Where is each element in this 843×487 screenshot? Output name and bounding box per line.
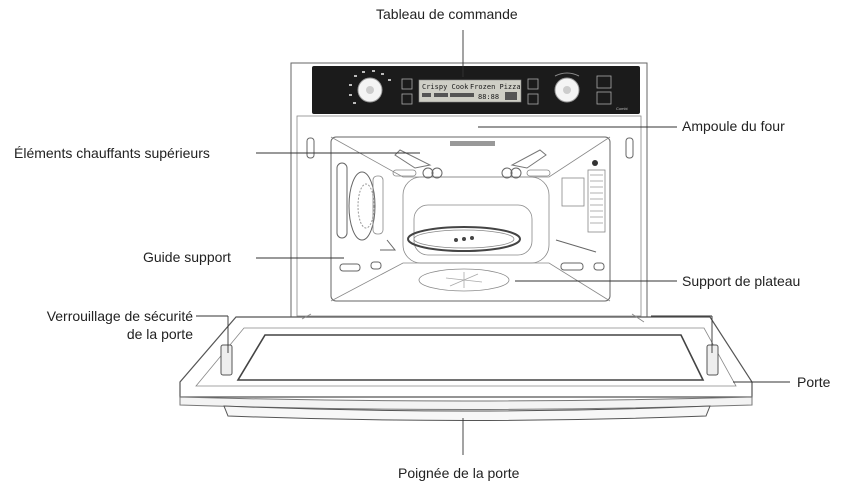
- right-latch-slot: [625, 137, 634, 159]
- oven-cavity: [330, 136, 611, 302]
- label-door-handle: Poignée de la porte: [398, 465, 520, 481]
- oven-door: [179, 313, 753, 421]
- upper-heating-elements: [392, 149, 551, 179]
- control-panel: Crispy Cook Frozen Pizza 88:88 Combi: [312, 66, 640, 114]
- rack-guides: [339, 239, 605, 272]
- lcd-mode-left: Crispy Cook: [422, 83, 469, 91]
- label-turntable-support: Support de plateau: [682, 273, 801, 289]
- left-latch-slot: [306, 137, 315, 159]
- panel-button-1[interactable]: [401, 78, 413, 90]
- label-rack-guide: Guide support: [143, 249, 231, 265]
- turntable: [407, 226, 521, 252]
- right-door-lock: [706, 344, 719, 376]
- door-handle[interactable]: [223, 405, 711, 421]
- lcd-mode-right: Frozen Pizza: [470, 83, 521, 91]
- label-upper-heating-elements: Éléments chauffants supérieurs: [14, 145, 210, 161]
- panel-button-5[interactable]: [596, 75, 612, 89]
- oven-lamp: [450, 141, 495, 146]
- label-door-lock-line1: Verrouillage de sécurité: [46, 308, 193, 324]
- brand-mark: Combi: [616, 106, 628, 111]
- panel-button-2[interactable]: [401, 93, 413, 105]
- leader-lines: [196, 30, 790, 455]
- label-door-lock-line2: de la porte: [126, 326, 193, 342]
- lcd-digits: 88:88: [478, 93, 499, 101]
- turntable-support: [418, 268, 510, 292]
- panel-button-4[interactable]: [527, 93, 539, 105]
- panel-button-3[interactable]: [527, 78, 539, 90]
- label-oven-lamp: Ampoule du four: [682, 118, 785, 134]
- panel-button-6[interactable]: [596, 91, 612, 105]
- label-control-panel: Tableau de commande: [376, 6, 518, 22]
- left-door-lock: [220, 344, 233, 376]
- label-door: Porte: [797, 374, 831, 390]
